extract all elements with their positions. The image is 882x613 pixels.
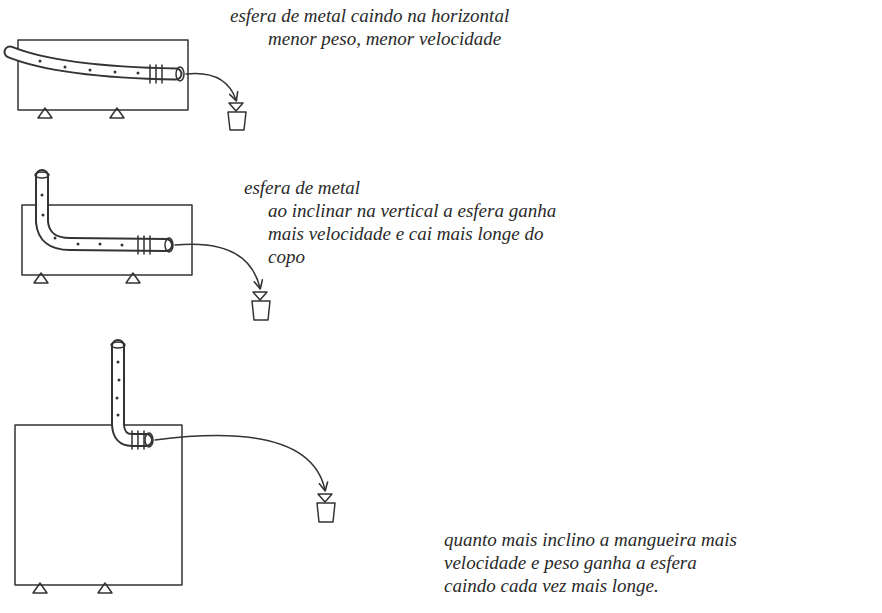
funnel (229, 103, 243, 111)
handwritten-note: esfera de metal caindo na horizontal (230, 4, 650, 27)
hose-outline (42, 176, 166, 245)
ball-path (186, 74, 236, 100)
table-feet (38, 108, 124, 118)
hose-outline (10, 52, 176, 74)
hose-end (35, 172, 49, 178)
hose-clamp (150, 65, 162, 83)
setup-horizontal (10, 40, 246, 130)
handwritten-note: ao inclinar na vertical a esfera ganha m… (268, 199, 568, 268)
hose-clamp (132, 431, 144, 449)
hose-dots (39, 60, 140, 75)
hose-dots (41, 194, 124, 247)
hose-end (176, 67, 184, 81)
hose-end (145, 433, 153, 447)
hose-inside (10, 52, 176, 74)
table-feet (34, 273, 140, 283)
setup-vertical (15, 342, 335, 593)
funnel (318, 494, 332, 502)
handwritten-note: menor peso, menor velocidade (268, 27, 628, 50)
hose-end (165, 238, 173, 252)
setup-inclined (22, 172, 270, 320)
cup (228, 112, 246, 130)
hose-outline (118, 346, 146, 440)
ball-path (175, 244, 260, 288)
handwritten-note: quanto mais inclino a mangueira mais vel… (444, 528, 744, 597)
hose-end (111, 342, 125, 348)
cup (252, 301, 270, 320)
hose-dots (116, 361, 121, 417)
table-board (15, 425, 182, 585)
funnel (253, 292, 267, 300)
ball-path (155, 436, 325, 490)
handwritten-note: esfera de metal (244, 176, 544, 199)
table-feet (33, 583, 112, 593)
hose-inside (42, 176, 166, 245)
cup (317, 503, 335, 522)
hose-inside (118, 346, 146, 440)
hose-clamp (138, 236, 150, 254)
